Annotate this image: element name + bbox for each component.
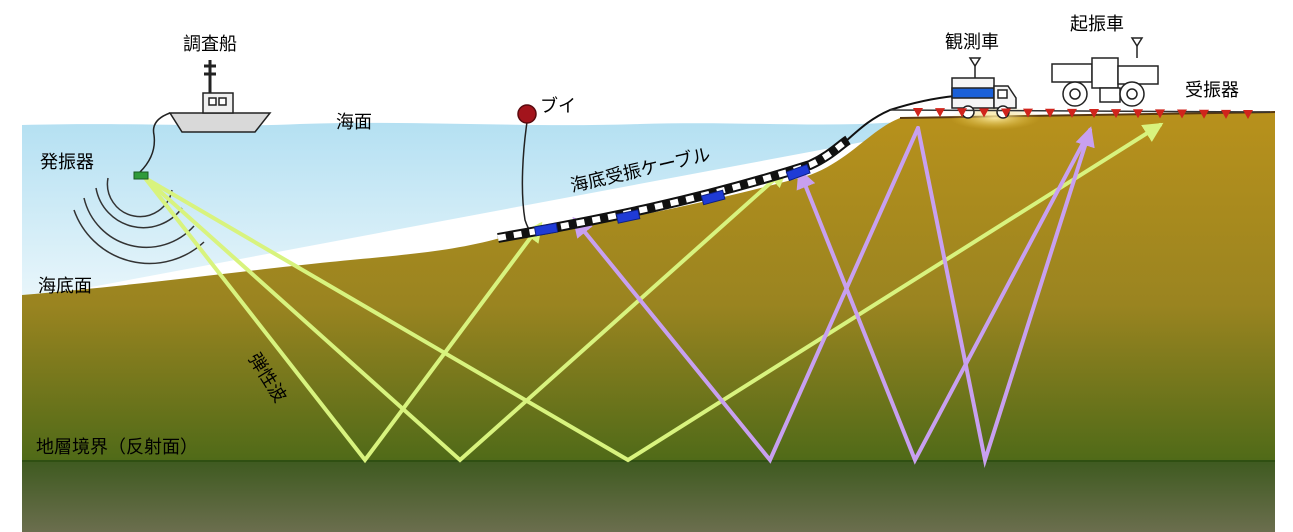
- seafloor-label: 海底面: [38, 276, 92, 297]
- sea-surface-label: 海面: [336, 112, 372, 133]
- survey-ship-icon: [168, 60, 272, 133]
- receiver-triangle-icon: [1155, 109, 1165, 119]
- receiver-triangle-icon: [1089, 109, 1099, 119]
- observation-vehicle-label: 観測車: [945, 32, 999, 53]
- ocean-bottom-cable: [497, 95, 956, 243]
- receiver-triangle-icon: [1045, 108, 1055, 118]
- receiver-triangle-icon: [935, 108, 945, 118]
- source-wavefronts: [73, 177, 205, 265]
- land-ray-2: [796, 128, 1092, 465]
- land-ray-1: [572, 126, 920, 464]
- marine-ray-paths: [143, 122, 1164, 464]
- receiver-line: [889, 109, 1271, 113]
- observation-truck-icon: [951, 57, 1017, 119]
- receiver-triangle-icon: [913, 108, 923, 117]
- receiver-triangle-icon: [979, 108, 989, 118]
- source-tow-line: [139, 112, 171, 173]
- receiver-triangle-icon: [1243, 109, 1253, 119]
- marine-ray-2: [143, 167, 788, 463]
- vibrator-truck-icon: [1051, 37, 1159, 107]
- receiver-triangle-icon: [1067, 108, 1077, 118]
- receiver-triangle-icon: [1199, 109, 1209, 119]
- vibrator-vehicle-label: 起振車: [1070, 14, 1124, 35]
- source-device-icon: [133, 171, 149, 180]
- receiver-triangle-icon: [1001, 108, 1011, 118]
- land-receivers-group: [913, 108, 1253, 119]
- sea-water: [22, 122, 900, 300]
- reflector-label: 地層境界（反射面）: [36, 437, 198, 458]
- source-label: 発振器: [40, 152, 94, 173]
- receiver-triangle-icon: [957, 108, 967, 118]
- marine-ray-1: [143, 176, 543, 464]
- receiver-triangle-icon: [1133, 109, 1143, 119]
- receiver-triangle-icon: [1023, 108, 1033, 118]
- receiver-triangle-icon: [1177, 109, 1187, 119]
- land-ray-3: [916, 126, 1095, 468]
- survey-ship-label: 調査船: [183, 34, 237, 55]
- receiver-triangle-icon: [1111, 109, 1121, 119]
- marine-ray-3: [143, 122, 1164, 463]
- land-ray-paths: [572, 126, 1095, 468]
- deep-layer: [22, 460, 1275, 532]
- buoy-label: ブイ: [540, 95, 576, 117]
- land-receivers-label: 受振器: [1185, 80, 1239, 101]
- receiver-triangle-icon: [1221, 109, 1231, 119]
